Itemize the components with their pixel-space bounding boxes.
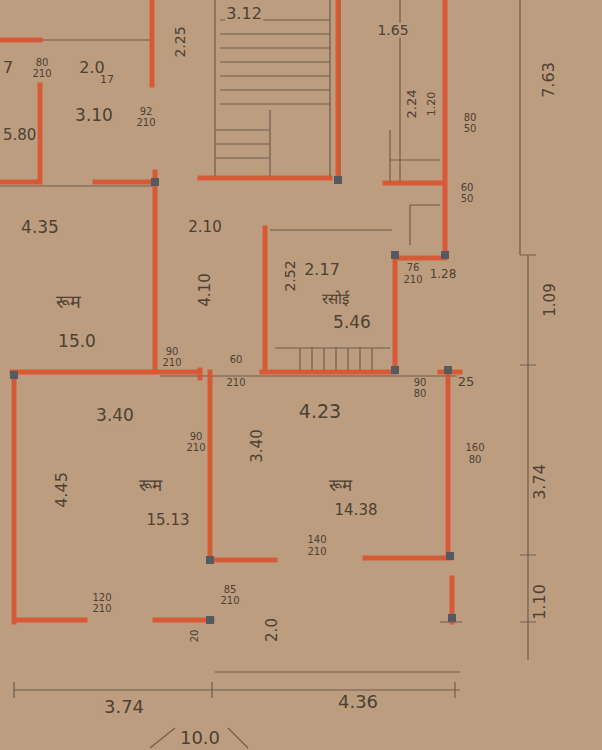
dimension-label: 25 <box>457 375 476 389</box>
dimension-label: 210 <box>185 443 206 454</box>
dimension-label: 140 <box>306 535 327 546</box>
dimension-label: रूम <box>138 477 163 495</box>
dimension-label: 15.13 <box>146 513 191 529</box>
dimension-label: 160 <box>464 443 485 454</box>
dimension-label: 2.24 <box>405 89 419 120</box>
dimension-label: 90 <box>165 347 180 358</box>
dimension-label: 120 <box>91 593 112 604</box>
dimension-label: 210 <box>225 378 246 389</box>
dimension-label: 210 <box>219 596 240 607</box>
dimension-label: 90 <box>189 432 204 443</box>
dimension-label: 76 <box>406 263 421 274</box>
dimension-label: 1.09 <box>543 282 559 317</box>
wall-lines <box>0 0 460 622</box>
dimension-label: 210 <box>91 604 112 615</box>
dimension-label: 3.10 <box>74 107 114 125</box>
dimension-label: 2.17 <box>303 262 341 279</box>
dimension-label: 210 <box>306 547 327 558</box>
dimension-label: 60 <box>460 183 475 194</box>
dimension-label: 5.80 <box>2 128 37 144</box>
dimension-label: 7 <box>2 60 14 77</box>
dimension-label: 50 <box>460 194 475 205</box>
dimension-label: 85 <box>223 585 238 596</box>
dimension-label: 4.23 <box>298 402 342 422</box>
dimension-label: रूम <box>328 477 353 495</box>
dimension-label: 1.65 <box>376 23 409 38</box>
dimension-label: 2.52 <box>283 259 298 292</box>
dimension-label: 20 <box>190 629 201 644</box>
dimension-label: रसोई <box>321 292 350 308</box>
dimension-label: 60 <box>229 355 244 366</box>
dimension-label: 4.45 <box>54 471 71 509</box>
dimension-label: 2.10 <box>187 220 222 236</box>
dimension-label: 80 <box>463 113 478 124</box>
dimension-label: 3.40 <box>250 428 266 463</box>
dimension-label: 210 <box>135 118 156 129</box>
dimension-label: 2.0 <box>265 617 281 643</box>
dimension-label: 7.63 <box>541 61 558 99</box>
dimension-label: 80 <box>413 389 428 400</box>
dimension-label: 4.35 <box>20 219 60 237</box>
dimension-label: 50 <box>463 124 478 135</box>
dimension-label: 4.36 <box>337 693 379 712</box>
dimension-label: 1.20 <box>426 91 438 118</box>
dimension-label: 3.40 <box>95 407 135 425</box>
dimension-label: 4.10 <box>198 272 214 307</box>
dimension-label: 210 <box>161 358 182 369</box>
dimension-label: 210 <box>402 275 423 286</box>
dimension-label: 10.0 <box>179 729 221 748</box>
dimension-label: 80 <box>35 58 50 69</box>
dimension-label: 2.25 <box>173 25 188 58</box>
dimension-label: 1.28 <box>429 268 458 281</box>
dimension-label: 3.12 <box>225 6 263 23</box>
dimension-label: रूम <box>55 293 82 312</box>
dimension-label: 92 <box>139 107 154 118</box>
dimension-label: 1.10 <box>532 583 549 621</box>
pencil-lines <box>0 0 536 748</box>
dimension-label: 80 <box>468 455 483 466</box>
dimension-label: 15.0 <box>57 333 97 351</box>
dimension-label: 17 <box>99 74 115 86</box>
dimension-label: 3.74 <box>103 698 145 717</box>
dimension-label: 5.46 <box>332 314 372 332</box>
dimension-label: 3.74 <box>532 463 549 501</box>
column-posts <box>10 176 456 624</box>
dimension-label: 210 <box>31 69 52 80</box>
dimension-label: 14.38 <box>334 503 379 519</box>
dimension-label: 90 <box>413 378 428 389</box>
